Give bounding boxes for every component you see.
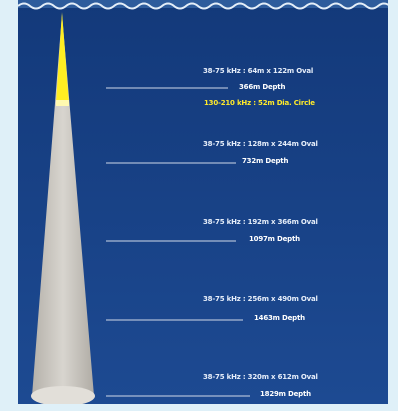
surface-waves bbox=[18, 2, 388, 10]
level-4-spec: 38-75 kHz : 256m x 490m Oval bbox=[203, 295, 318, 303]
high-frequency-beam bbox=[56, 12, 69, 103]
level-2-depth: 732m Depth bbox=[242, 157, 289, 165]
sonar-beam-diagram: 38-75 kHz : 64m x 122m Oval 366m Depth 1… bbox=[18, 0, 388, 404]
beam-footprint-oval bbox=[31, 386, 95, 404]
high-frequency-footprint bbox=[56, 100, 69, 106]
sea-surface bbox=[18, 0, 388, 8]
level-3-depth: 1097m Depth bbox=[249, 235, 300, 243]
level-5-spec: 38-75 kHz : 320m x 612m Oval bbox=[203, 373, 318, 381]
level-4-depth: 1463m Depth bbox=[254, 314, 305, 322]
high-frequency-label: 130-210 kHz : 52m Dia. Circle bbox=[204, 99, 315, 107]
level-1-depth: 366m Depth bbox=[239, 83, 286, 91]
diagram-canvas bbox=[18, 0, 388, 404]
level-1-spec: 38-75 kHz : 64m x 122m Oval bbox=[203, 67, 314, 75]
low-frequency-beam-cone bbox=[32, 14, 94, 396]
level-5-depth: 1829m Depth bbox=[260, 390, 311, 398]
level-3-spec: 38-75 kHz : 192m x 366m Oval bbox=[203, 218, 318, 226]
level-2-spec: 38-75 kHz : 128m x 244m Oval bbox=[203, 140, 318, 148]
